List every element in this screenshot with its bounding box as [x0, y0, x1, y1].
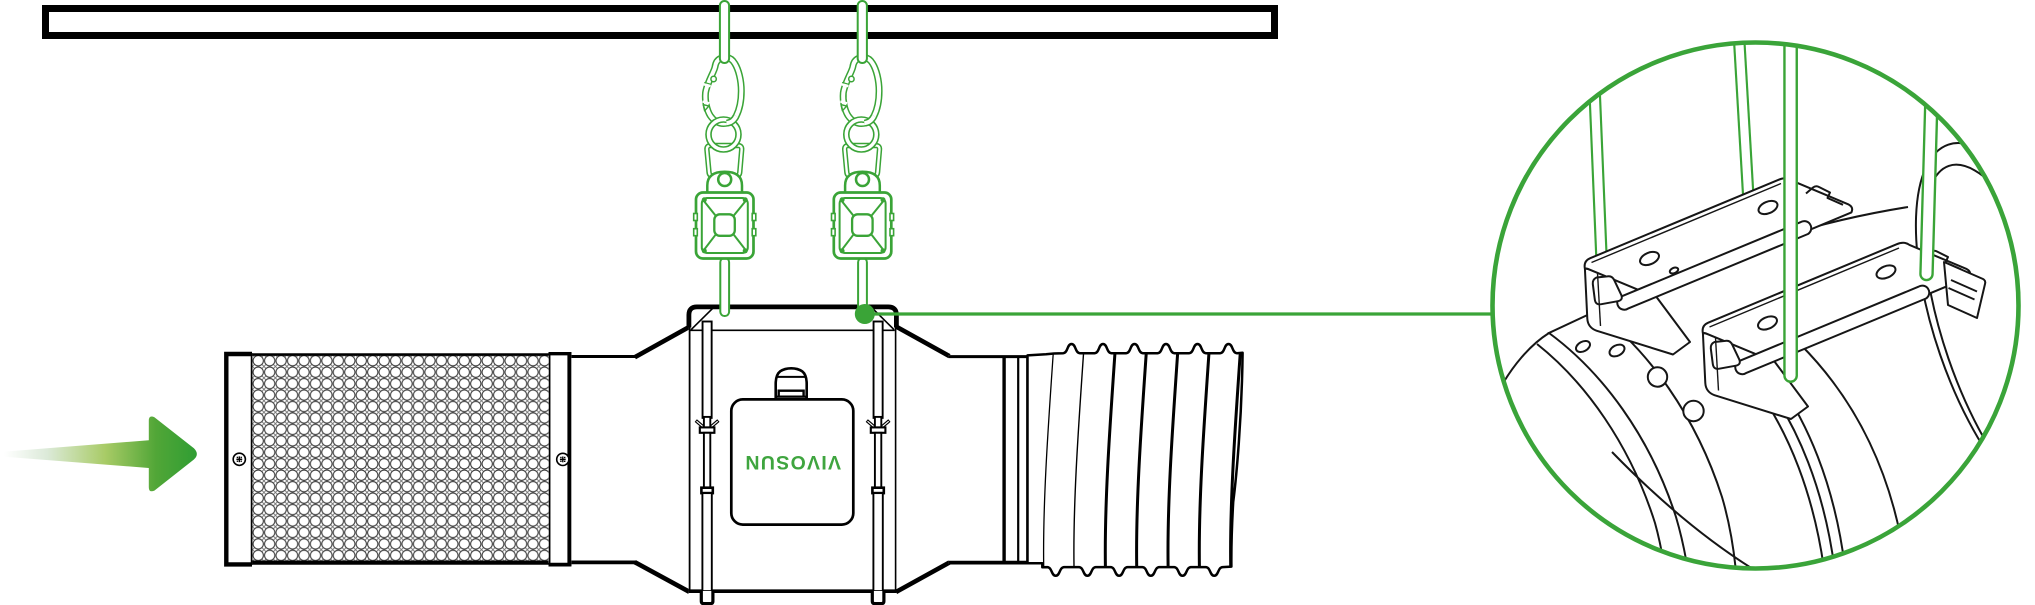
mounting-bar — [42, 5, 1278, 39]
filter-screw-left — [232, 452, 247, 467]
airflow-arrow — [2, 416, 197, 492]
junction-box — [729, 398, 855, 526]
rope-hanger-left — [694, 1, 756, 316]
brand-logo: VIVOSUN — [744, 451, 841, 473]
rope-hanger-right — [832, 1, 894, 316]
fan-inlet-collar — [571, 355, 636, 564]
airflow-arrow-shape — [2, 416, 197, 492]
duct-ribs — [1042, 353, 1242, 567]
detail-rope-back-right — [1731, 43, 1755, 201]
fan-outlet-transition — [896, 326, 949, 592]
mounting-bar-rect — [42, 5, 1278, 39]
detail-circle-ring — [1490, 40, 2021, 571]
callout — [854, 304, 1494, 324]
callout-dot — [854, 304, 875, 324]
fan-inlet-transition — [636, 326, 689, 592]
detail-bracket-right-tab — [1943, 261, 1987, 319]
detail-view — [1490, 40, 2021, 571]
duct-body — [1026, 342, 1244, 578]
carbon-filter — [222, 351, 572, 567]
detail-rope-loop-right — [1919, 43, 1942, 282]
inline-duct-fan: VIVOSUN — [571, 304, 1041, 605]
flexible-duct — [1026, 342, 1244, 578]
filter-screw-right — [555, 452, 570, 467]
fan-outlet-collar — [948, 355, 1003, 564]
